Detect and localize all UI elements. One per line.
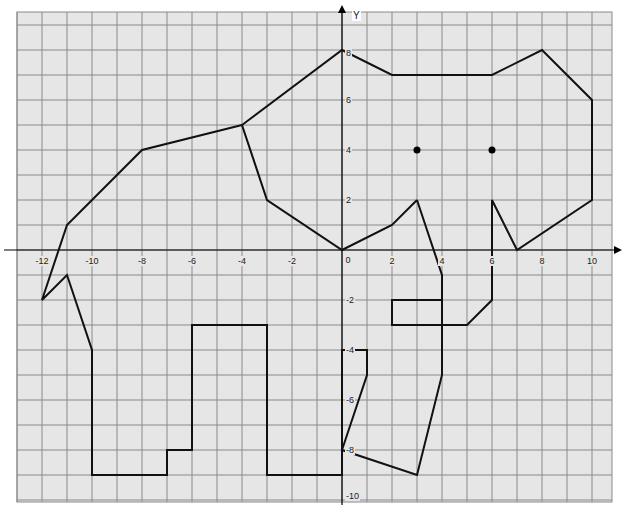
grid-line bbox=[17, 75, 612, 76]
grid-line bbox=[17, 375, 612, 376]
elephant-eye bbox=[414, 147, 421, 154]
tick-label: -10 bbox=[84, 256, 99, 266]
tick-label: -6 bbox=[187, 256, 197, 266]
grid-line bbox=[17, 100, 612, 101]
grid-line bbox=[567, 12, 568, 502]
grid-line bbox=[517, 12, 518, 502]
grid-line bbox=[17, 12, 18, 502]
grid-lines bbox=[17, 12, 612, 502]
tick-label: 2 bbox=[388, 256, 395, 266]
elephant-body bbox=[42, 125, 442, 475]
tick-label: 10 bbox=[586, 256, 598, 266]
tick-label: 6 bbox=[345, 95, 352, 105]
grid-background bbox=[17, 12, 612, 502]
grid-line bbox=[17, 125, 612, 126]
grid-line bbox=[17, 450, 612, 451]
tick-label: 4 bbox=[438, 256, 445, 266]
axis-title: Y bbox=[352, 11, 361, 21]
x-axis-arrow bbox=[614, 246, 622, 254]
grid-line bbox=[17, 325, 612, 326]
tick-label: -4 bbox=[345, 345, 355, 355]
tick-label: -8 bbox=[345, 445, 355, 455]
tick-label: -2 bbox=[345, 295, 355, 305]
grid-line bbox=[317, 12, 318, 502]
tick-label: -4 bbox=[237, 256, 247, 266]
grid-line bbox=[67, 12, 68, 502]
tick-label: 2 bbox=[345, 195, 352, 205]
grid-line bbox=[17, 150, 612, 151]
grid-line bbox=[17, 200, 612, 201]
tick-label: -8 bbox=[137, 256, 147, 266]
grid-line bbox=[17, 350, 612, 351]
grid-line bbox=[17, 175, 612, 176]
tick-label: 4 bbox=[345, 145, 352, 155]
grid-line bbox=[17, 425, 612, 426]
tick-label: 0 bbox=[344, 255, 351, 265]
tick-label: 6 bbox=[488, 256, 495, 266]
tick-label: -12 bbox=[34, 256, 49, 266]
grid-line bbox=[17, 25, 612, 26]
grid-line bbox=[17, 500, 612, 501]
tick-label: 8 bbox=[538, 256, 545, 266]
tick-label: -10 bbox=[345, 491, 360, 501]
x-axis bbox=[4, 249, 618, 250]
tick-label: -6 bbox=[345, 395, 355, 405]
tick-label: -2 bbox=[287, 256, 297, 266]
grid-line bbox=[467, 12, 468, 502]
grid-line bbox=[117, 12, 118, 502]
grid-line bbox=[367, 12, 368, 502]
grid-line bbox=[17, 400, 612, 401]
y-axis-arrow bbox=[338, 5, 346, 13]
grid-line bbox=[17, 225, 612, 226]
grid-line bbox=[17, 300, 612, 301]
elephant-head bbox=[242, 50, 592, 325]
grid-line bbox=[217, 12, 218, 502]
grid-line bbox=[417, 12, 418, 502]
tick-label: 8 bbox=[345, 48, 352, 58]
grid-line bbox=[17, 275, 612, 276]
grid-line bbox=[167, 12, 168, 502]
elephant-eye bbox=[489, 147, 496, 154]
elephant-figure bbox=[42, 50, 592, 475]
grid-line bbox=[17, 50, 612, 51]
